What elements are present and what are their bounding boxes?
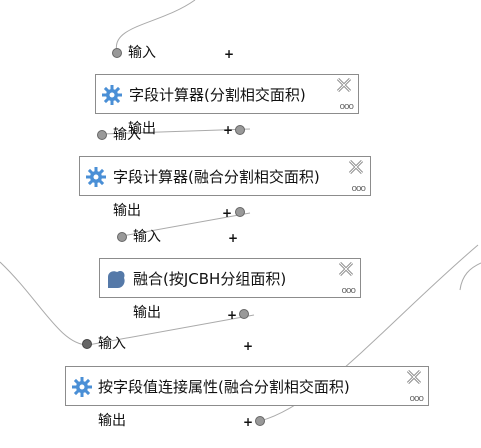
add-port-button[interactable]: + (227, 308, 238, 322)
output-label: 输出 (113, 203, 141, 219)
add-port-button[interactable]: + (222, 206, 233, 220)
gear-icon (102, 85, 122, 105)
input-port-dot (97, 130, 107, 140)
input-label: 输入 (133, 229, 161, 245)
output-port-dot (235, 207, 245, 217)
gear-icon (72, 377, 92, 397)
output-label: 输出 (133, 305, 161, 321)
node-title: 字段计算器(融合分割相交面积) (113, 168, 320, 186)
link-output-4-out (259, 244, 479, 422)
input-port-dot (82, 339, 92, 349)
link-top-to-input-1 (115, 0, 196, 53)
algorithm-node-dissolve[interactable]: 融合(按JCBH分组面积) ooo (99, 258, 361, 298)
add-port-button[interactable]: + (224, 47, 235, 61)
more-options-icon[interactable]: ooo (351, 184, 365, 194)
add-port-button[interactable]: + (243, 415, 254, 429)
close-icon[interactable] (406, 369, 422, 385)
node-title: 融合(按JCBH分组面积) (133, 270, 287, 288)
output-label: 输出 (98, 413, 126, 429)
more-options-icon[interactable]: ooo (339, 102, 353, 112)
link-right-side (459, 262, 481, 291)
node-title: 按字段值连接属性(融合分割相交面积) (98, 378, 350, 396)
add-port-button[interactable]: + (243, 339, 254, 353)
add-port-button[interactable]: + (223, 123, 234, 137)
add-port-button[interactable]: + (228, 231, 239, 245)
node-title: 字段计算器(分割相交面积) (129, 86, 306, 104)
close-icon[interactable] (348, 159, 364, 175)
more-options-icon[interactable]: ooo (341, 286, 355, 296)
input-port-dot (117, 232, 127, 242)
dissolve-icon (108, 270, 125, 288)
input-label: 输入 (98, 336, 126, 352)
link-output-2-to-input-3 (121, 212, 251, 237)
more-options-icon[interactable]: ooo (409, 394, 423, 404)
output-port-dot (235, 125, 245, 135)
input-port-dot (112, 48, 122, 58)
input-label: 输入 (128, 45, 156, 61)
input-label: 输入 (113, 127, 141, 143)
output-port-dot (239, 309, 249, 319)
link-output-3-to-input-4 (87, 314, 255, 346)
output-label: 输出 (128, 121, 156, 137)
close-icon[interactable] (338, 261, 354, 277)
output-port-dot (255, 416, 265, 426)
close-icon[interactable] (336, 77, 352, 93)
algorithm-node-field-calculator-1[interactable]: 字段计算器(分割相交面积) ooo (95, 74, 359, 114)
gear-icon (86, 167, 106, 187)
link-output-1-to-input-2 (101, 128, 251, 135)
algorithm-node-field-calculator-2[interactable]: 字段计算器(融合分割相交面积) ooo (79, 156, 371, 196)
link-left-to-input-4 (0, 261, 89, 346)
algorithm-node-join-attributes[interactable]: 按字段值连接属性(融合分割相交面积) ooo (65, 366, 429, 406)
